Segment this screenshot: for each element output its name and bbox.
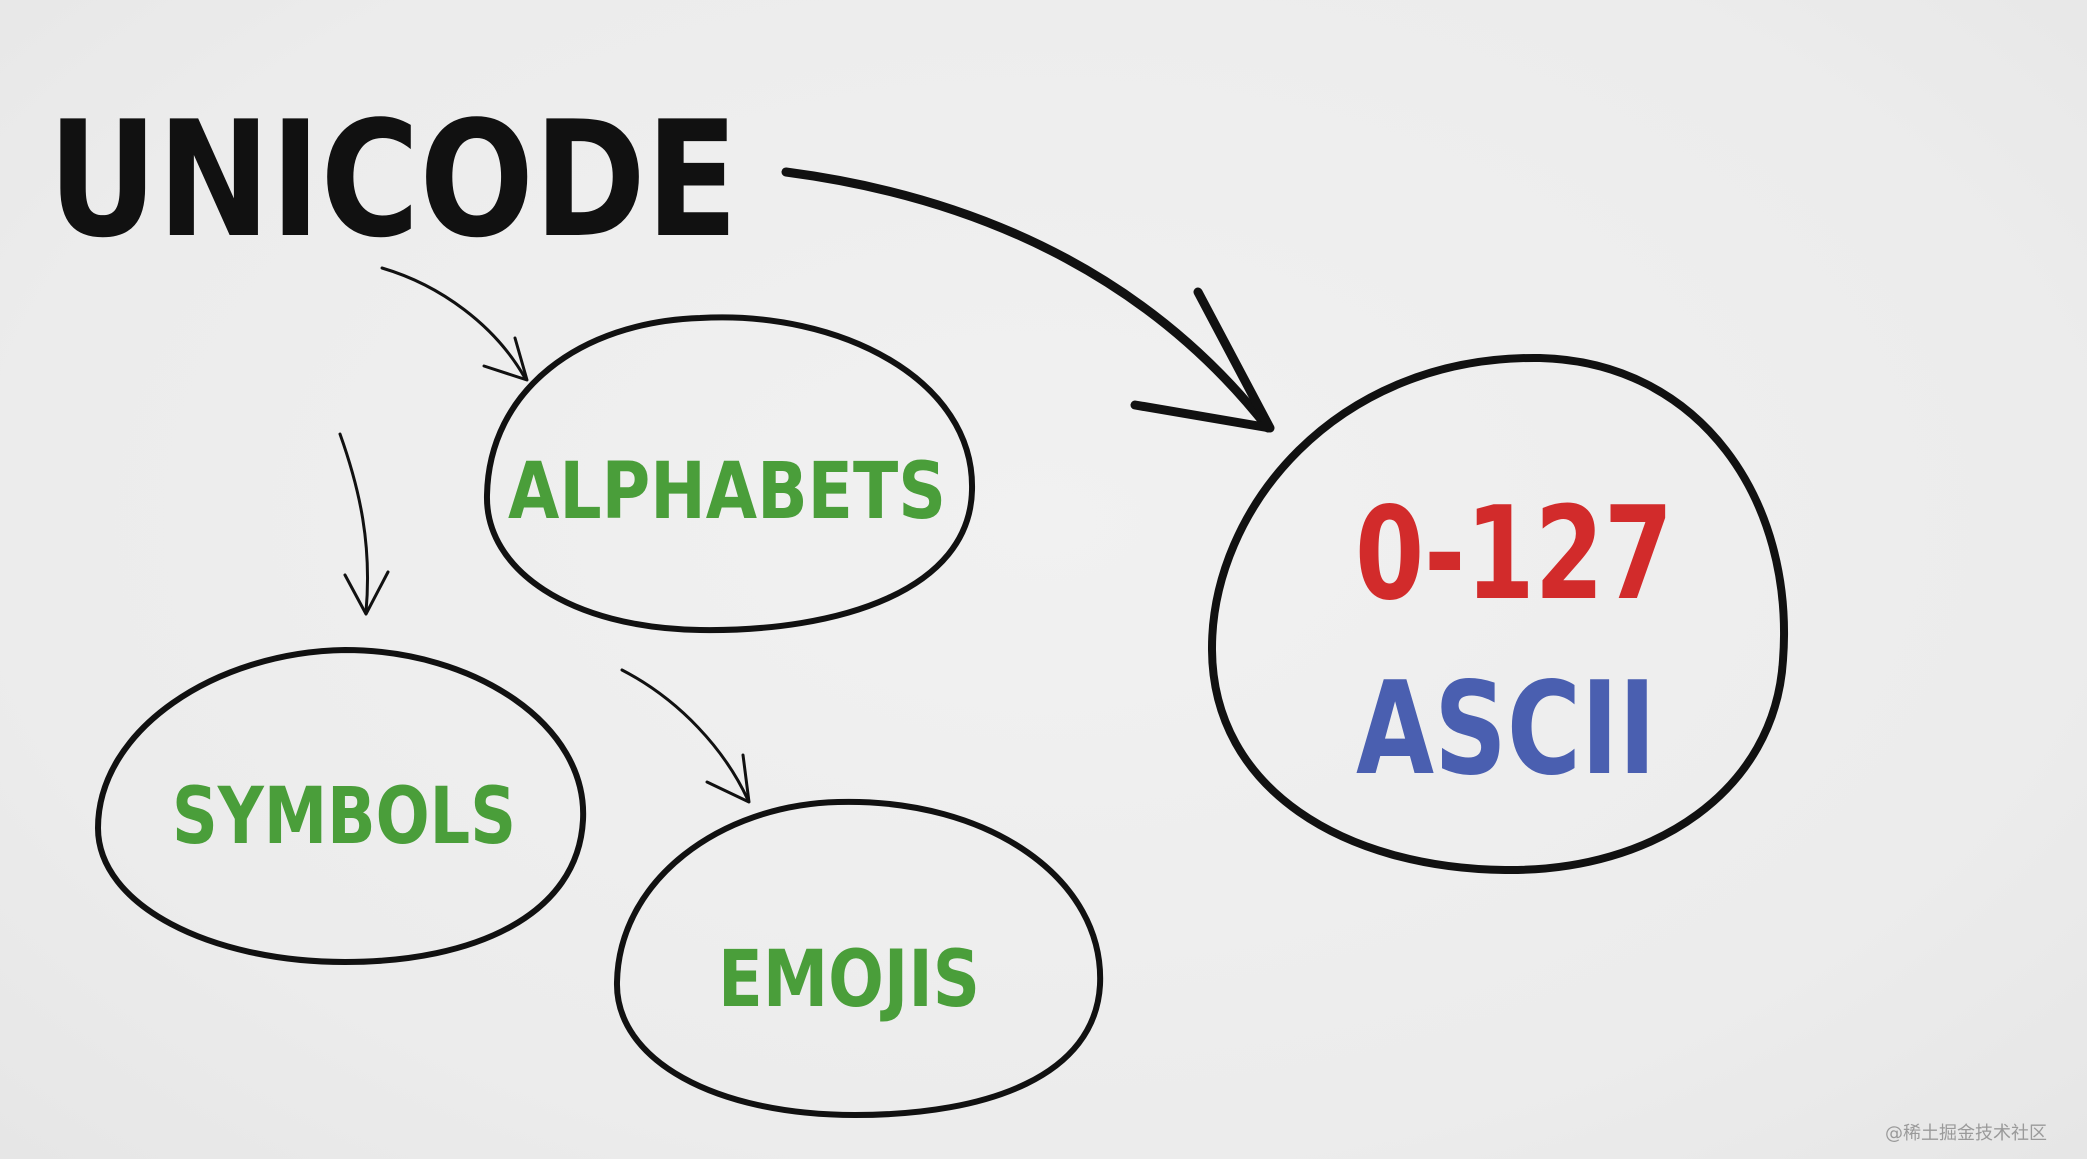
emojis-bubble [613,798,1104,1119]
arrowhead-alphabets [482,336,529,382]
symbols-label: SYMBOLS [172,772,516,862]
arrowhead-unicode-to-ascii [1130,287,1275,433]
arrow-unicode-to-ascii [781,167,1273,433]
arrow-unicode-to-alphabets [380,266,527,380]
emojis-label: EMOJIS [718,935,980,1025]
arrowhead-symbols [343,570,390,616]
alphabets-label: ALPHABETS [508,447,946,537]
alphabets-bubble [483,314,976,634]
unicode-title: UNICODE [48,86,738,273]
ascii-label: ASCII [1356,655,1656,804]
arrow-unicode-to-symbols [338,432,369,614]
symbols-bubble [94,646,587,966]
range-label: 0-127 [1355,480,1673,629]
ascii-bubble [1207,353,1788,875]
watermark: @稀土掘金技术社区 [1885,1123,2047,1144]
arrow-alphabets-to-emojis [620,668,750,802]
arrowhead-emojis [705,753,751,804]
